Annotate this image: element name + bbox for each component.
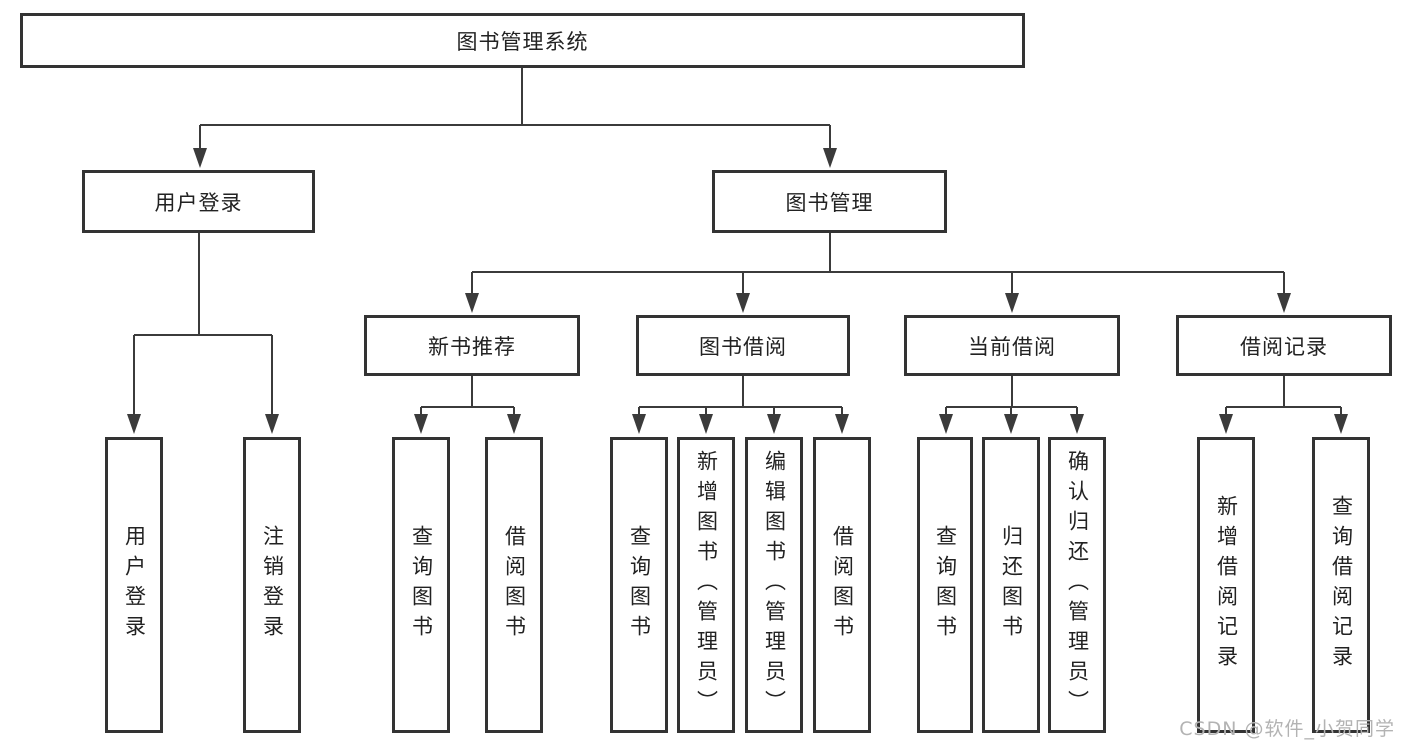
section-node-new-book-recommendation: 新书推荐 (364, 315, 580, 376)
leaf-node-borrowing-edit-books-admin: 编辑图书（管理员） (745, 437, 803, 733)
branch-node-book-management: 图书管理 (712, 170, 947, 233)
branch-node-user-login: 用户登录 (82, 170, 315, 233)
leaf-node-current-query-books: 查询图书 (917, 437, 973, 733)
leaf-node-borrowing-query-books: 查询图书 (610, 437, 668, 733)
section-node-borrowing-records: 借阅记录 (1176, 315, 1392, 376)
arrowheads (127, 148, 1348, 434)
leaf-node-recommend-borrow-books: 借阅图书 (485, 437, 543, 733)
leaf-node-borrowing-add-books-admin: 新增图书（管理员） (677, 437, 735, 733)
section-node-book-borrowing: 图书借阅 (636, 315, 850, 376)
leaf-node-records-query-borrow-record: 查询借阅记录 (1312, 437, 1370, 733)
leaf-node-current-confirm-return-admin: 确认归还（管理员） (1048, 437, 1106, 733)
leaf-node-current-return-books: 归还图书 (982, 437, 1040, 733)
section-node-current-borrowing: 当前借阅 (904, 315, 1120, 376)
leaf-node-borrowing-borrow-books: 借阅图书 (813, 437, 871, 733)
leaf-node-recommend-query-books: 查询图书 (392, 437, 450, 733)
root-node-library-management-system: 图书管理系统 (20, 13, 1025, 68)
leaf-node-user-login: 用户登录 (105, 437, 163, 733)
leaf-node-logout: 注销登录 (243, 437, 301, 733)
leaf-node-records-add-borrow-record: 新增借阅记录 (1197, 437, 1255, 733)
